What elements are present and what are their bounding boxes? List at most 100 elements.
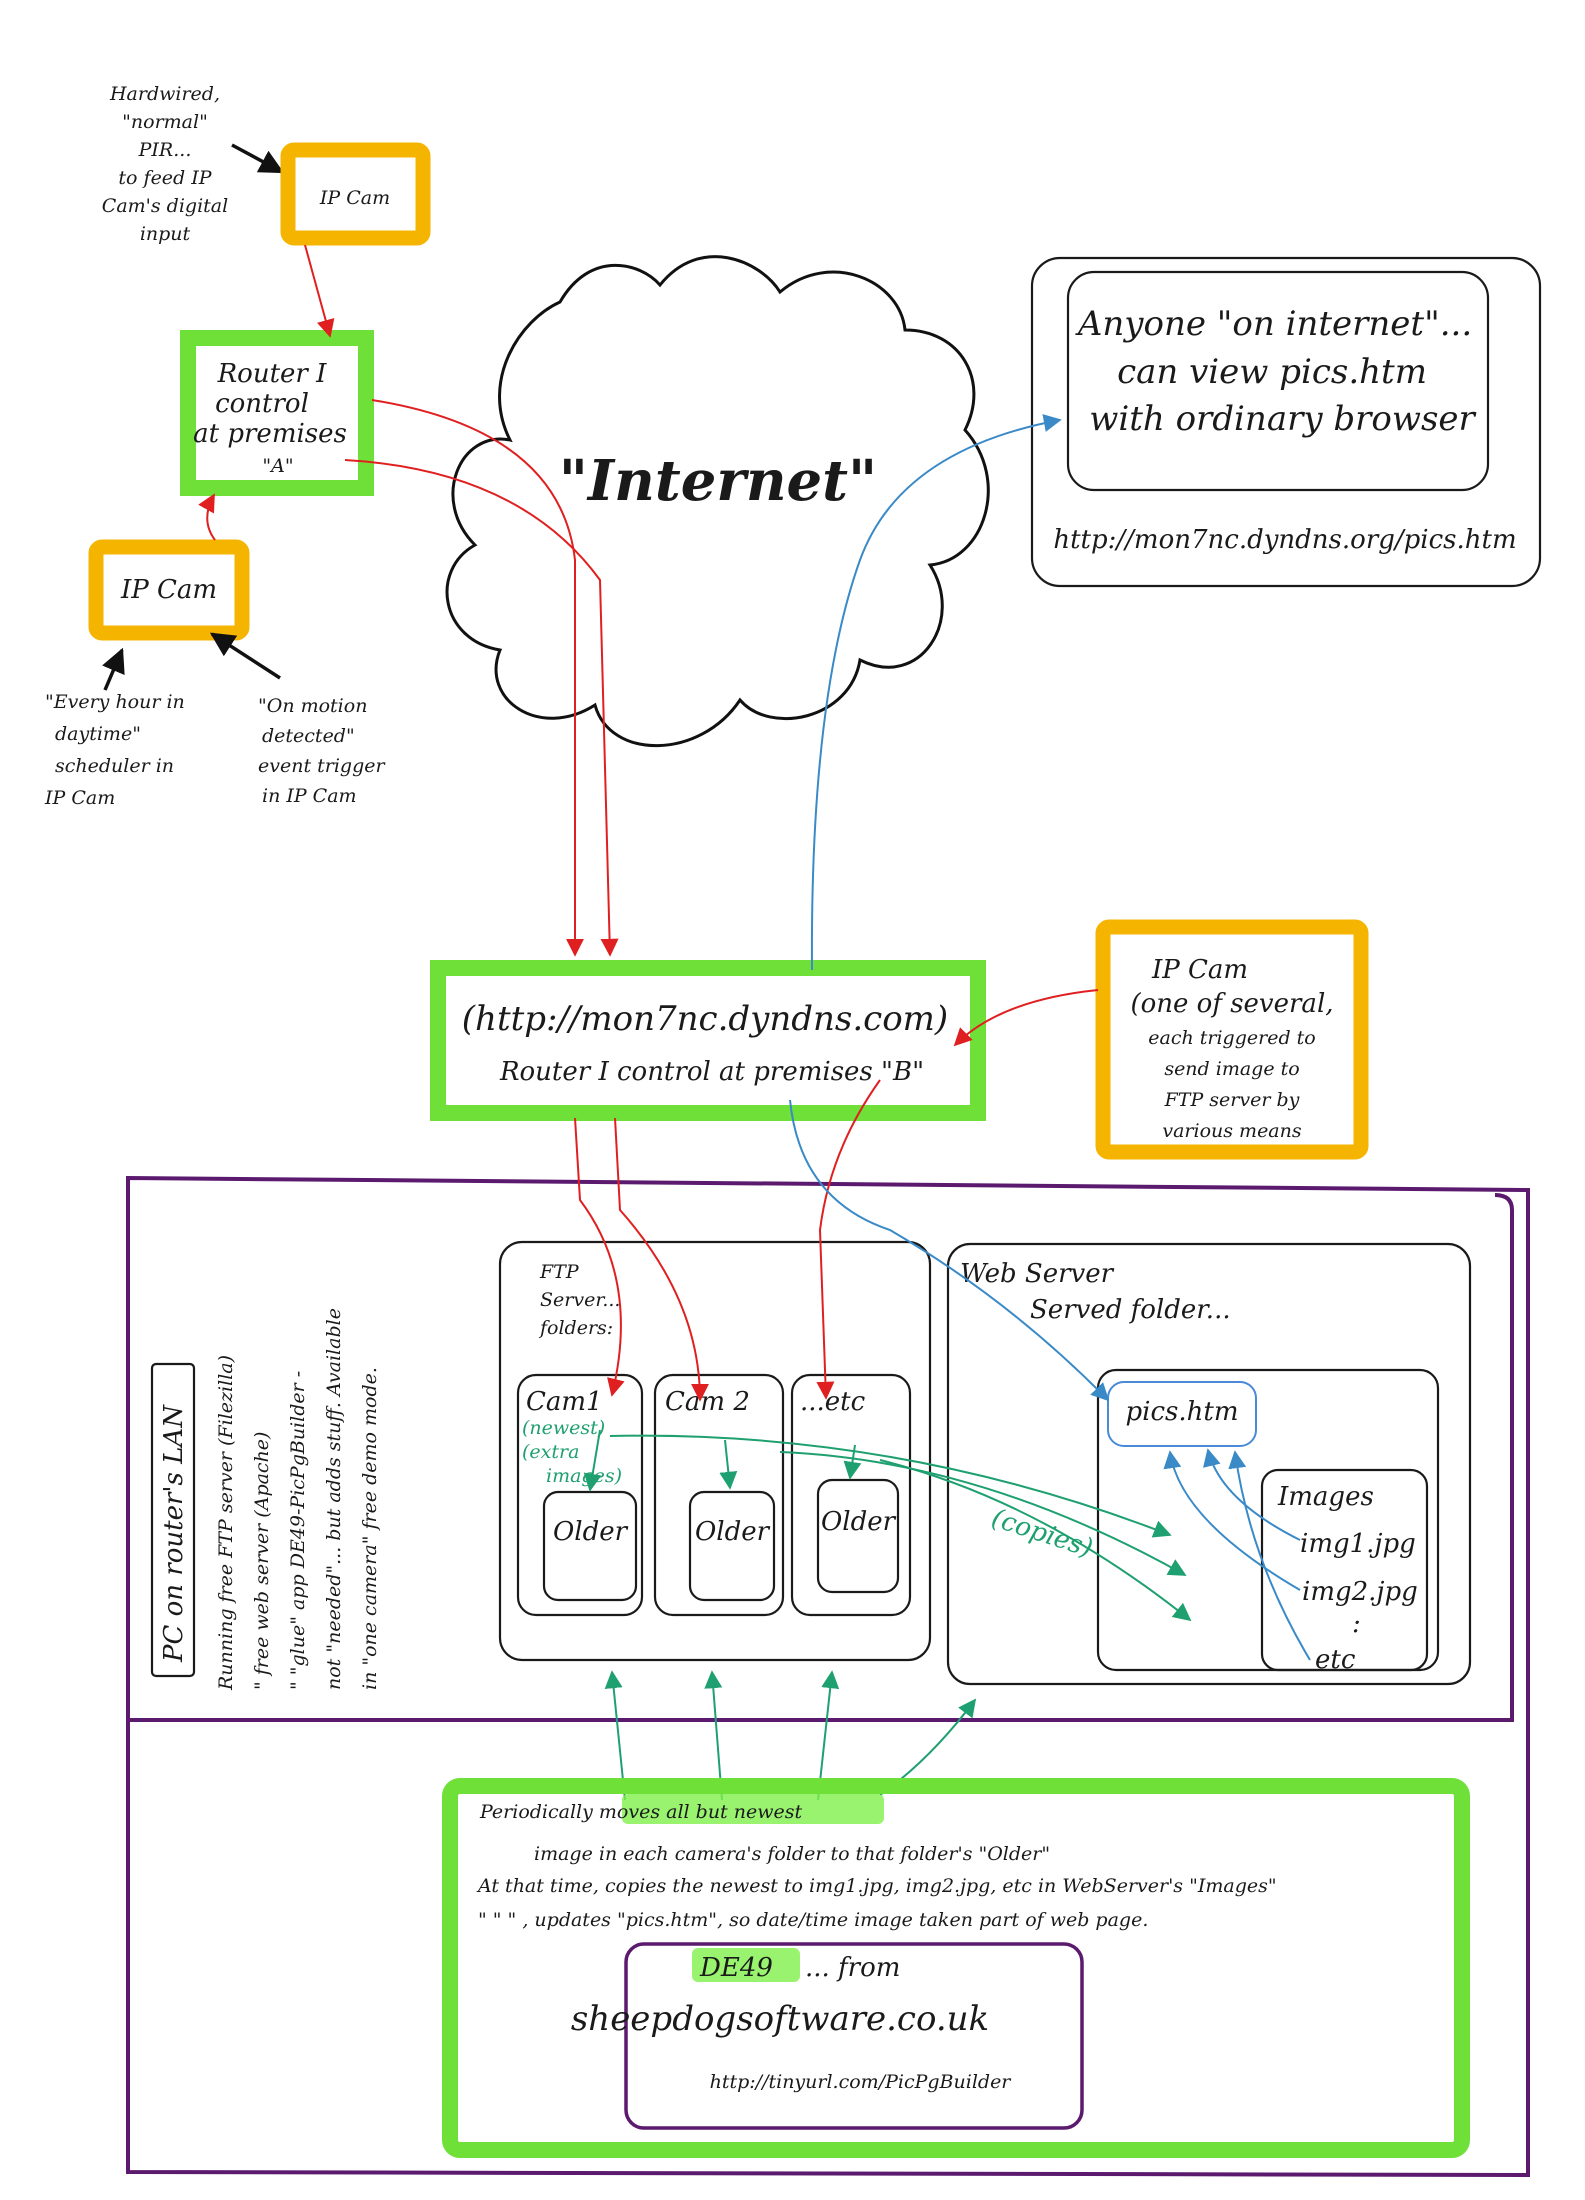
ftp-server: FTP Server... folders: xyxy=(498,1240,932,1662)
copy-cam2 xyxy=(779,1451,1187,1576)
svg-text:detected": detected" xyxy=(262,725,355,747)
svg-text:(extra: (extra xyxy=(522,1441,579,1463)
viewer-panel: Anyone "on internet"... can view pics.ht… xyxy=(1030,256,1542,588)
img-to-pics-3 xyxy=(1228,1450,1311,1661)
svg-text:(http://mon7nc.dyndns.com): (http://mon7nc.dyndns.com) xyxy=(462,999,948,1039)
svg-text:"On motion: "On motion xyxy=(258,695,367,717)
scheduler-arrow xyxy=(102,647,125,691)
svg-text:daytime": daytime" xyxy=(55,723,141,745)
svg-text:scheduler in: scheduler in xyxy=(55,755,174,777)
svg-text:Server...: Server... xyxy=(540,1289,620,1311)
router-a: Router I control at premises "A" xyxy=(180,330,374,496)
scheduler-note: "Every hour in daytime" scheduler in IP … xyxy=(44,691,185,809)
svg-text:Router I control at premises ": Router I control at premises "B" xyxy=(499,1057,924,1087)
svg-text:"Every hour in: "Every hour in xyxy=(45,691,185,713)
ip-cam-top: IP Cam xyxy=(280,142,431,246)
svg-text:img1.jpg: img1.jpg xyxy=(1300,1529,1416,1559)
svg-text:PIR...: PIR... xyxy=(138,139,192,161)
svg-text:Router I: Router I xyxy=(217,359,328,389)
svg-text:Cam1: Cam1 xyxy=(526,1387,603,1417)
cam-left-to-router-a xyxy=(198,493,216,541)
router-b-to-pics xyxy=(789,1099,1110,1402)
motion-arrow xyxy=(209,632,281,680)
svg-text:can view pics.htm: can view pics.htm xyxy=(1117,352,1427,392)
pc-frame xyxy=(126,1175,1530,2178)
svg-text:DE49: DE49 xyxy=(699,1953,773,1983)
svg-text:IP Cam: IP Cam xyxy=(319,187,390,209)
pir-note: Hardwired, "normal" PIR... to feed IP Ca… xyxy=(102,83,228,245)
svg-text:Served folder...: Served folder... xyxy=(1030,1295,1231,1325)
folder-cam1: Cam1 (newest) (extra images) Older xyxy=(516,1373,644,1617)
svg-text:Images: Images xyxy=(1277,1482,1374,1512)
router-a-to-router-b-1 xyxy=(371,399,584,957)
svg-text:" "glue" app DE49-PicPgBuilder: " "glue" app DE49-PicPgBuilder - xyxy=(287,1371,309,1690)
svg-text:PC on router's LAN: PC on router's LAN xyxy=(159,1404,189,1663)
svg-text:sheepdogsoftware.co.uk: sheepdogsoftware.co.uk xyxy=(571,1999,989,2039)
folder-cam2: Cam 2 Older xyxy=(653,1373,785,1617)
svg-text:etc: etc xyxy=(1315,1645,1356,1675)
web-server: Web Server Served folder... pics.htm Ima… xyxy=(946,1242,1472,1686)
router-b: (http://mon7nc.dyndns.com) Router I cont… xyxy=(430,960,986,1121)
svg-text:Older: Older xyxy=(553,1517,629,1547)
svg-text:...etc: ...etc xyxy=(800,1387,866,1417)
internet-cloud xyxy=(445,255,990,748)
cam1-to-older xyxy=(583,1429,602,1492)
svg-text:in IP Cam: in IP Cam xyxy=(262,785,357,807)
pc-notes: Running free FTP server (Filezilla) " fr… xyxy=(215,1308,381,1691)
svg-text:IP Cam: IP Cam xyxy=(120,575,217,605)
svg-text:At that time, copies the newes: At that time, copies the newest to img1.… xyxy=(476,1875,1277,1897)
svg-text:Running free FTP server (Filez: Running free FTP server (Filezilla) xyxy=(215,1355,237,1691)
glue-app-panel: Periodically moves all but newest image … xyxy=(442,1778,1470,2158)
svg-text:"A": "A" xyxy=(262,455,293,477)
svg-text:Cam's digital: Cam's digital xyxy=(102,195,228,217)
svg-text:(one of several,: (one of several, xyxy=(1130,989,1333,1019)
svg-text:Cam 2: Cam 2 xyxy=(665,1387,750,1417)
svg-text:... from: ... from xyxy=(805,1953,900,1983)
copy-cam1 xyxy=(609,1434,1172,1538)
svg-text:Older: Older xyxy=(695,1517,771,1547)
svg-text:Periodically moves all but new: Periodically moves all but newest xyxy=(479,1801,802,1823)
svg-text:with ordinary browser: with ordinary browser xyxy=(1089,399,1476,439)
svg-text:" " " , updates "pics.htm", so: " " " , updates "pics.htm", so date/time… xyxy=(478,1909,1148,1931)
svg-text:input: input xyxy=(140,223,191,245)
cam-right-to-router-b xyxy=(953,989,1099,1047)
svg-text:Hardwired,: Hardwired, xyxy=(109,83,220,105)
svg-text:each triggered to: each triggered to xyxy=(1148,1027,1315,1049)
internet-label: "Internet" xyxy=(559,448,877,514)
svg-text:FTP: FTP xyxy=(539,1261,580,1283)
ip-cam-right: IP Cam (one of several, each triggered t… xyxy=(1095,919,1369,1160)
svg-text:(newest): (newest) xyxy=(522,1417,605,1439)
svg-text:folders:: folders: xyxy=(538,1317,613,1339)
svg-text:control: control xyxy=(215,389,309,419)
svg-text:Web Server: Web Server xyxy=(960,1259,1115,1289)
de49-box: DE49 ... from sheepdogsoftware.co.uk htt… xyxy=(571,1942,1084,2130)
svg-text:"normal": "normal" xyxy=(122,111,208,133)
svg-text:in "one camera" free demo mode: in "one camera" free demo mode. xyxy=(359,1367,381,1690)
svg-text:to feed IP: to feed IP xyxy=(118,167,212,189)
pir-arrow xyxy=(231,143,285,174)
router-b-to-etc xyxy=(816,1079,881,1400)
viewer-url: http://mon7nc.dyndns.org/pics.htm xyxy=(1053,525,1516,555)
router-b-to-cam1 xyxy=(574,1117,625,1397)
copies-label: (copies) xyxy=(988,1503,1096,1564)
svg-text:Older: Older xyxy=(821,1507,897,1537)
pc-label: PC on router's LAN xyxy=(150,1362,196,1678)
copy-etc xyxy=(879,1459,1192,1622)
ip-cam-left: IP Cam xyxy=(88,539,250,641)
svg-text:event trigger: event trigger xyxy=(258,755,386,777)
img-to-pics-2 xyxy=(1203,1448,1301,1541)
pics-file: pics.htm xyxy=(1126,1397,1239,1427)
router-b-to-viewer xyxy=(810,414,1062,971)
svg-text::: : xyxy=(1352,1609,1361,1639)
svg-text:images): images) xyxy=(546,1465,622,1487)
cam-top-to-router-a xyxy=(304,244,335,338)
img-to-pics-1 xyxy=(1163,1450,1301,1591)
svg-text:send image to: send image to xyxy=(1164,1058,1299,1080)
folder-etc: ...etc Older xyxy=(790,1373,912,1617)
cam2-to-older xyxy=(719,1439,738,1490)
svg-text:not "needed"... but adds stuff: not "needed"... but adds stuff. Availabl… xyxy=(323,1308,345,1690)
svg-text:img2.jpg: img2.jpg xyxy=(1302,1577,1418,1607)
svg-text:at premises: at premises xyxy=(193,419,347,449)
svg-text:" free web server (Apache): " free web server (Apache) xyxy=(251,1432,273,1690)
